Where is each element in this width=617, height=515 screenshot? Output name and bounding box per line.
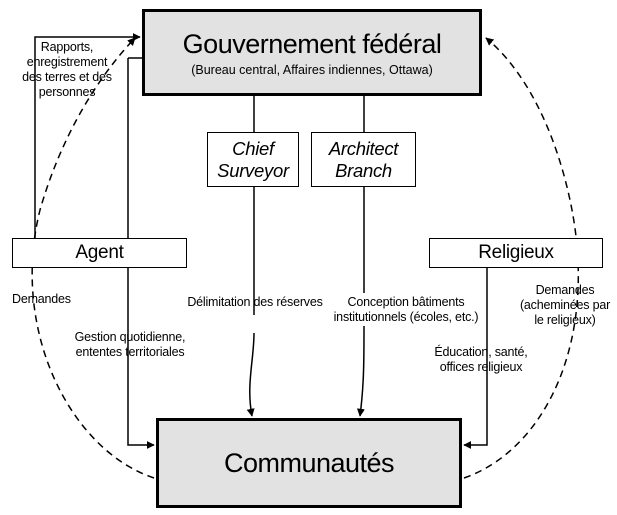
node-architect-branch-line2: Branch: [335, 159, 392, 181]
node-religieux-label: Religieux: [478, 242, 554, 263]
node-architect-branch: Architect Branch: [311, 132, 416, 187]
label-demandes-right: Demandes (acheminées par le religieux): [515, 283, 615, 328]
label-gestion-line: ententes territoriales: [75, 345, 185, 359]
node-gouvernement-title: Gouvernement fédéral: [182, 28, 442, 59]
node-religieux: Religieux: [429, 238, 603, 268]
label-rapports-line: Rapports,: [40, 40, 94, 54]
label-gestion-line: Gestion quotidienne,: [74, 330, 186, 344]
label-demandes-right-line: le religieux): [534, 313, 596, 327]
label-conception: Conception bâtiments institutionnels (éc…: [326, 295, 486, 325]
label-rapports: Rapports, enregistrement des terres et d…: [10, 40, 124, 100]
label-rapports-line: des terres et des: [22, 70, 112, 84]
node-chief-surveyor: Chief Surveyor: [207, 132, 299, 187]
label-demandes-right-line: (acheminées par: [519, 298, 611, 312]
arrow-rapports: [34, 33, 141, 238]
arrow-demandes-left: [31, 37, 155, 479]
node-chief-surveyor-line2: Surveyor: [217, 159, 289, 181]
label-education: Éducation, santé, offices religieux: [420, 345, 542, 375]
label-education-line: offices religieux: [439, 360, 523, 374]
node-agent-label: Agent: [75, 242, 124, 263]
node-communautes: Communautés: [156, 418, 462, 508]
label-rapports-line: personnes: [38, 85, 96, 99]
label-education-line: Éducation, santé,: [434, 345, 528, 359]
node-communautes-title: Communautés: [223, 447, 395, 478]
label-rapports-line: enregistrement: [26, 55, 108, 69]
arrow-demandes-right: [463, 37, 579, 479]
label-gestion: Gestion quotidienne, ententes territoria…: [68, 330, 192, 360]
node-chief-surveyor-line1: Chief: [232, 137, 274, 159]
node-architect-branch-line1: Architect: [328, 137, 399, 159]
arrow-education: [463, 268, 488, 449]
node-gouvernement-federal: Gouvernement fédéral (Bureau central, Af…: [142, 9, 482, 96]
label-demandes-left: Demandes: [12, 292, 71, 306]
label-demandes-right-line: Demandes: [535, 283, 595, 297]
arrow-delimitation: [250, 187, 254, 416]
label-delimitation: Délimitation des réserves: [187, 295, 323, 309]
label-conception-line: Conception bâtiments: [347, 295, 465, 309]
node-gouvernement-subtitle: (Bureau central, Affaires indiennes, Ott…: [191, 62, 433, 77]
arrow-gestion: [127, 268, 155, 449]
label-conception-line: institutionnels (écoles, etc.): [333, 310, 479, 324]
node-agent: Agent: [12, 238, 187, 268]
arrow-conception: [360, 187, 364, 416]
